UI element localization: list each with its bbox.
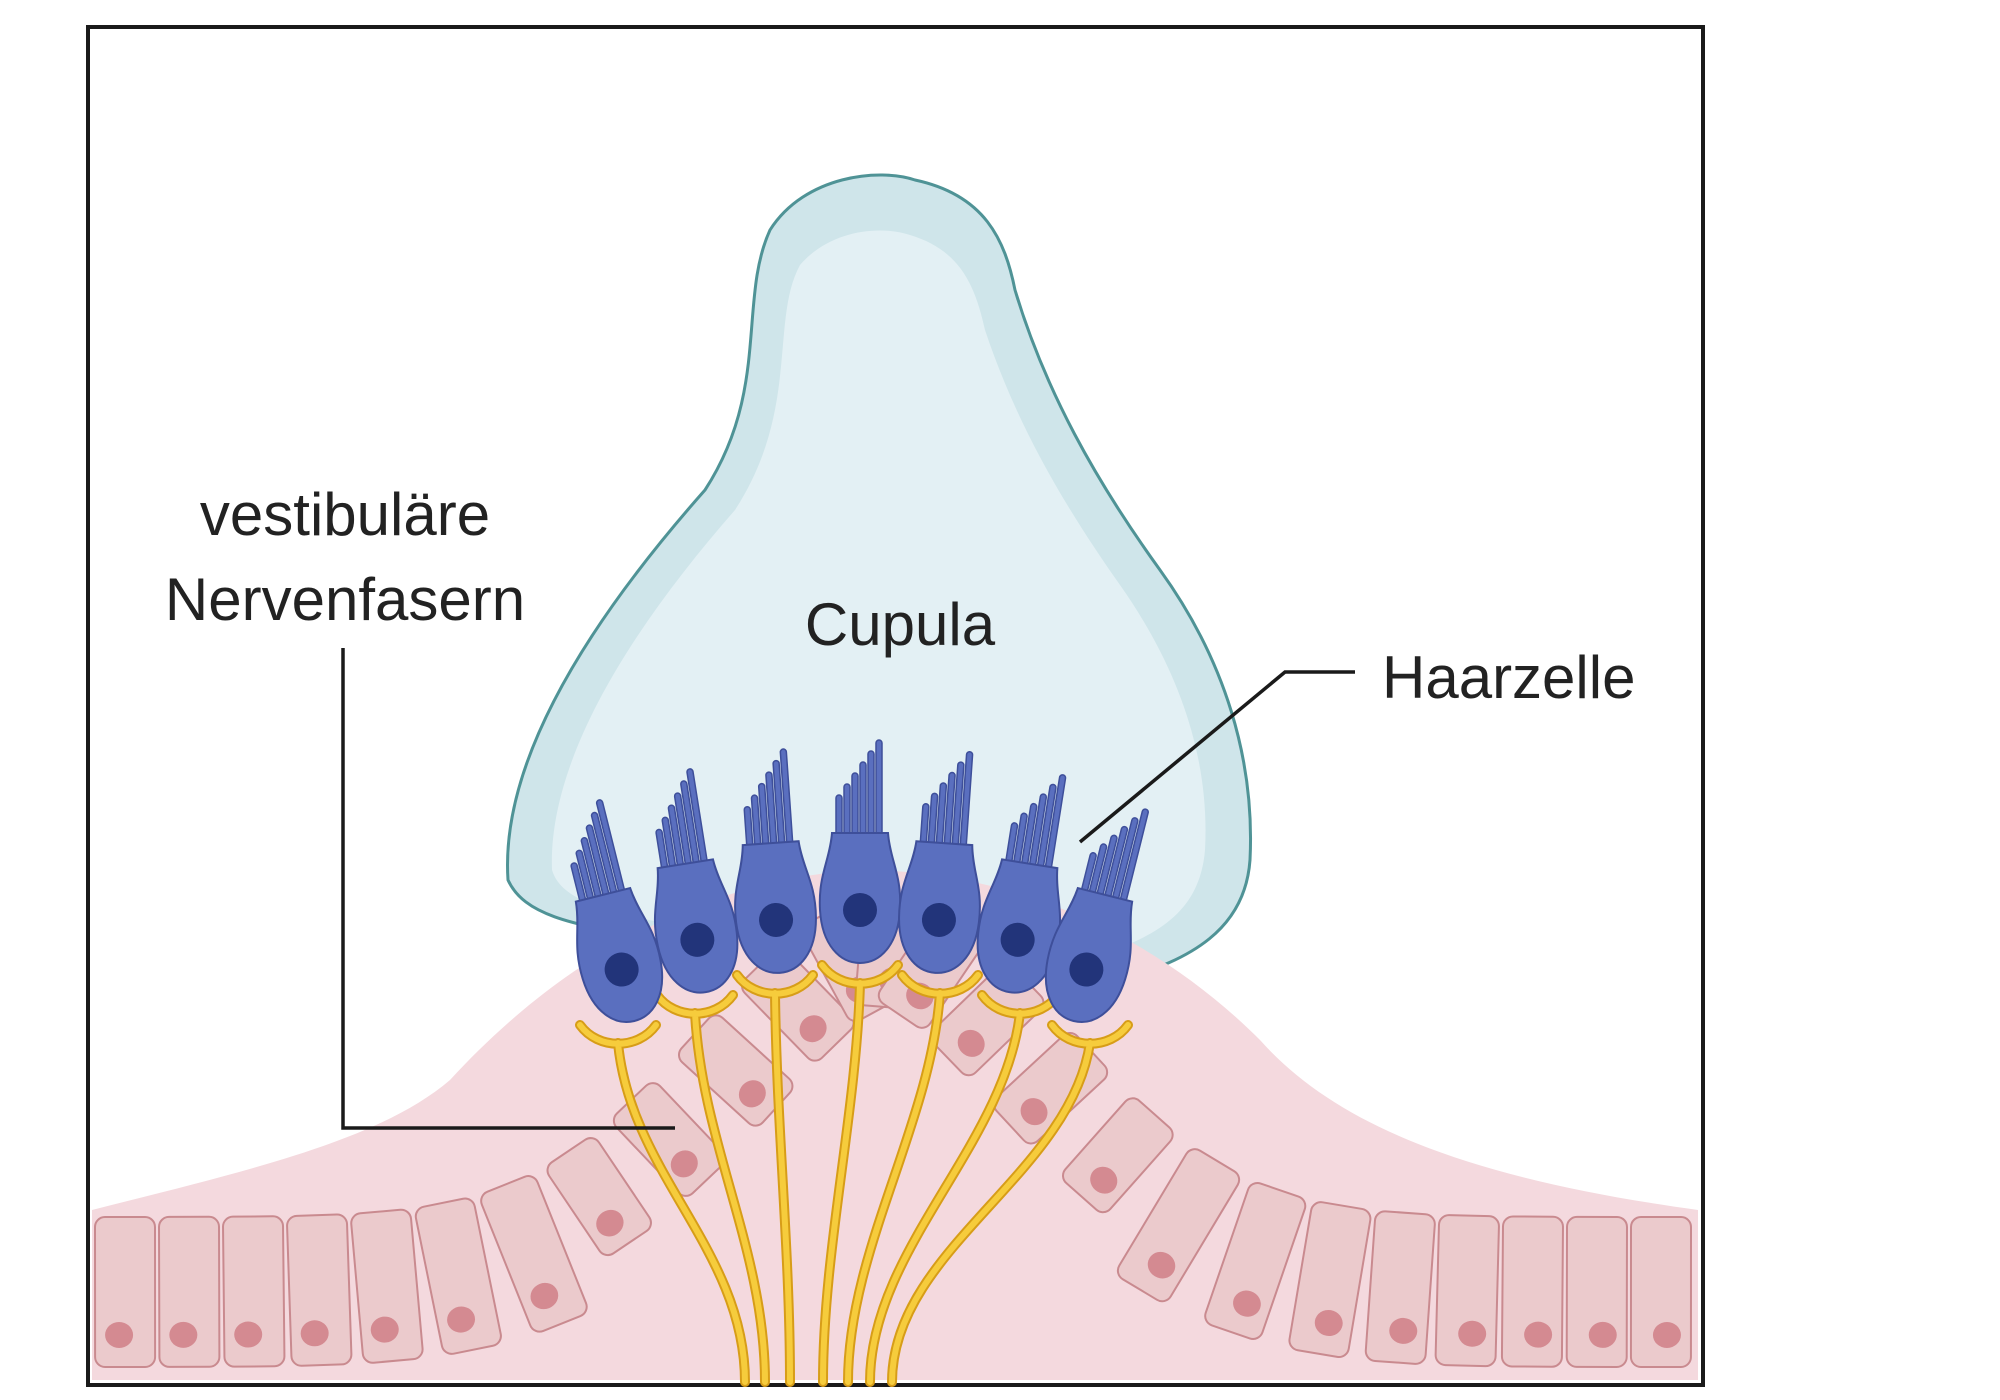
nerve-fibers-label-line1: vestibuläre <box>200 481 490 548</box>
epithelial-cell <box>94 1215 157 1368</box>
epithelial-cell <box>1062 1097 1174 1214</box>
hair-cell-icon <box>898 750 981 974</box>
leader-line-haarzelle <box>1078 670 1355 844</box>
hair-cell-icon <box>653 768 739 994</box>
hair-cells <box>570 739 1149 1023</box>
epithelial-cell <box>1500 1215 1564 1368</box>
tissue <box>92 870 1698 1380</box>
epithelial-cell <box>350 1208 424 1364</box>
nerve-fiber-core <box>577 1022 748 1385</box>
haarzelle-label: Haarzelle <box>1382 644 1635 711</box>
hair-cell-icon <box>734 748 817 974</box>
leader-line-nerve <box>341 648 675 1130</box>
nerve-fiber-core <box>819 962 901 1385</box>
hair-cell-icon <box>976 774 1067 994</box>
epithelial-cell <box>1629 1215 1692 1368</box>
epithelial-cell <box>1116 1148 1241 1303</box>
nerve-fiber-core <box>734 972 816 1385</box>
epithelial-cell <box>158 1215 221 1368</box>
hair-cell-icon <box>1044 808 1149 1023</box>
epithelial-layer <box>94 894 1692 1368</box>
epithelial-cell <box>286 1213 353 1367</box>
nerve-fibers-label-line2: Nervenfasern <box>165 566 525 633</box>
nerve-fiber-core <box>654 992 768 1385</box>
hair-cell-icon <box>818 739 902 965</box>
epithelial-cell <box>1204 1182 1307 1340</box>
epithelial-cell <box>480 1175 588 1333</box>
hair-cell-icon <box>570 799 664 1023</box>
nerve-fiber-core <box>889 1022 1131 1385</box>
epithelial-cell <box>1565 1215 1628 1368</box>
epithelial-cell <box>1364 1210 1436 1365</box>
epithelial-cell <box>1288 1201 1372 1359</box>
epithelial-cell <box>612 1082 726 1197</box>
epithelial-cell <box>1434 1214 1500 1368</box>
epithelial-cell <box>546 1137 652 1257</box>
epithelial-cell <box>414 1197 502 1355</box>
epithelial-cell <box>222 1215 286 1368</box>
cupula-label: Cupula <box>805 591 996 658</box>
nerve-fiber-core <box>845 972 981 1385</box>
